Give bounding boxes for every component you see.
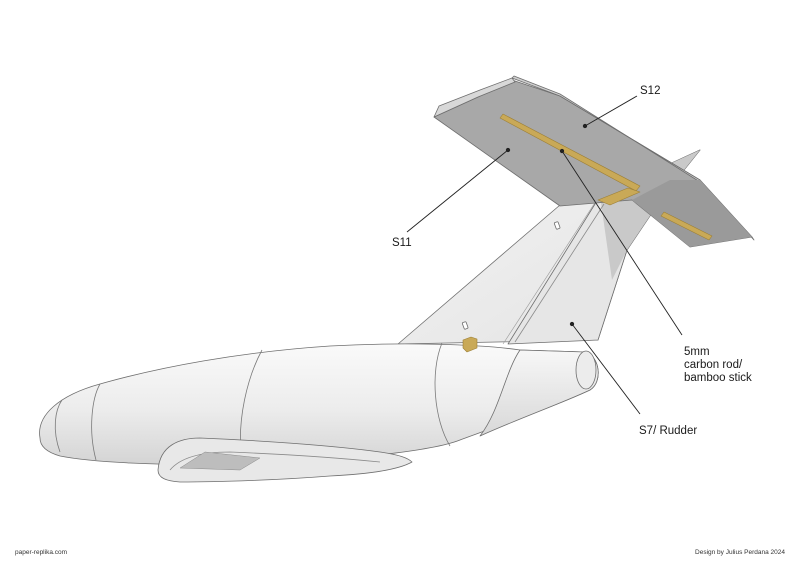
label-rod-line3: bamboo stick	[684, 372, 752, 384]
tail-cone-cap	[575, 350, 597, 390]
leader-s7	[571, 323, 641, 415]
spar-rod	[499, 113, 641, 192]
label-s11: S11	[392, 237, 412, 249]
fin-slot-lower	[461, 321, 469, 330]
footer-website: paper-replika.com	[15, 549, 68, 556]
label-rod-line1: 5mm	[684, 346, 710, 358]
footer-credit: Design by Julius Perdana 2024	[695, 549, 785, 556]
leader-rod	[561, 150, 683, 336]
label-s7-rudder: S7/ Rudder	[639, 425, 698, 437]
leader-s12	[584, 95, 638, 127]
stabilizer-tip	[511, 75, 755, 241]
tail-cone	[479, 349, 599, 437]
fairing-inner-shade	[179, 451, 261, 471]
wing-root-fairing	[157, 437, 413, 483]
label-rod-line2: carbon rod/	[684, 359, 743, 371]
label-s12: S12	[640, 85, 661, 97]
fuselage-tab	[462, 336, 478, 353]
fin-slot-upper	[553, 221, 561, 230]
spar-block	[597, 187, 641, 206]
stabilizer-root-shade	[632, 180, 752, 247]
leader-s11	[406, 149, 509, 233]
spar-rod-tail	[660, 211, 713, 241]
